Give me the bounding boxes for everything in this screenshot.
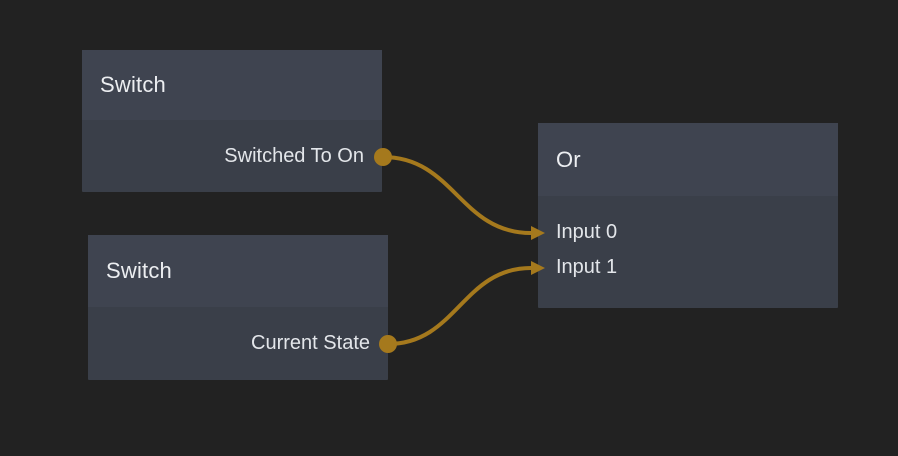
wire[interactable] bbox=[387, 266, 532, 346]
node-header[interactable]: Switch bbox=[82, 50, 382, 120]
node-body: Switched To On bbox=[82, 120, 382, 192]
node-body: Input 0 Input 1 bbox=[538, 196, 838, 308]
node-title: Switch bbox=[100, 72, 166, 97]
output-label: Switched To On bbox=[224, 145, 364, 167]
node-title: Or bbox=[556, 146, 581, 172]
node-header[interactable]: Switch bbox=[88, 235, 388, 307]
input-row[interactable]: Input 1 bbox=[538, 250, 838, 285]
node-header[interactable]: Or bbox=[538, 123, 838, 196]
input-label: Input 1 bbox=[556, 256, 618, 278]
output-row[interactable]: Current State bbox=[88, 326, 388, 361]
output-row[interactable]: Switched To On bbox=[82, 139, 382, 174]
node-body: Current State bbox=[88, 307, 388, 380]
input-row[interactable]: Input 0 bbox=[538, 215, 838, 250]
output-label: Current State bbox=[251, 332, 370, 354]
wire[interactable] bbox=[382, 155, 532, 235]
input-label: Input 0 bbox=[556, 221, 618, 243]
node-title: Switch bbox=[106, 258, 172, 283]
